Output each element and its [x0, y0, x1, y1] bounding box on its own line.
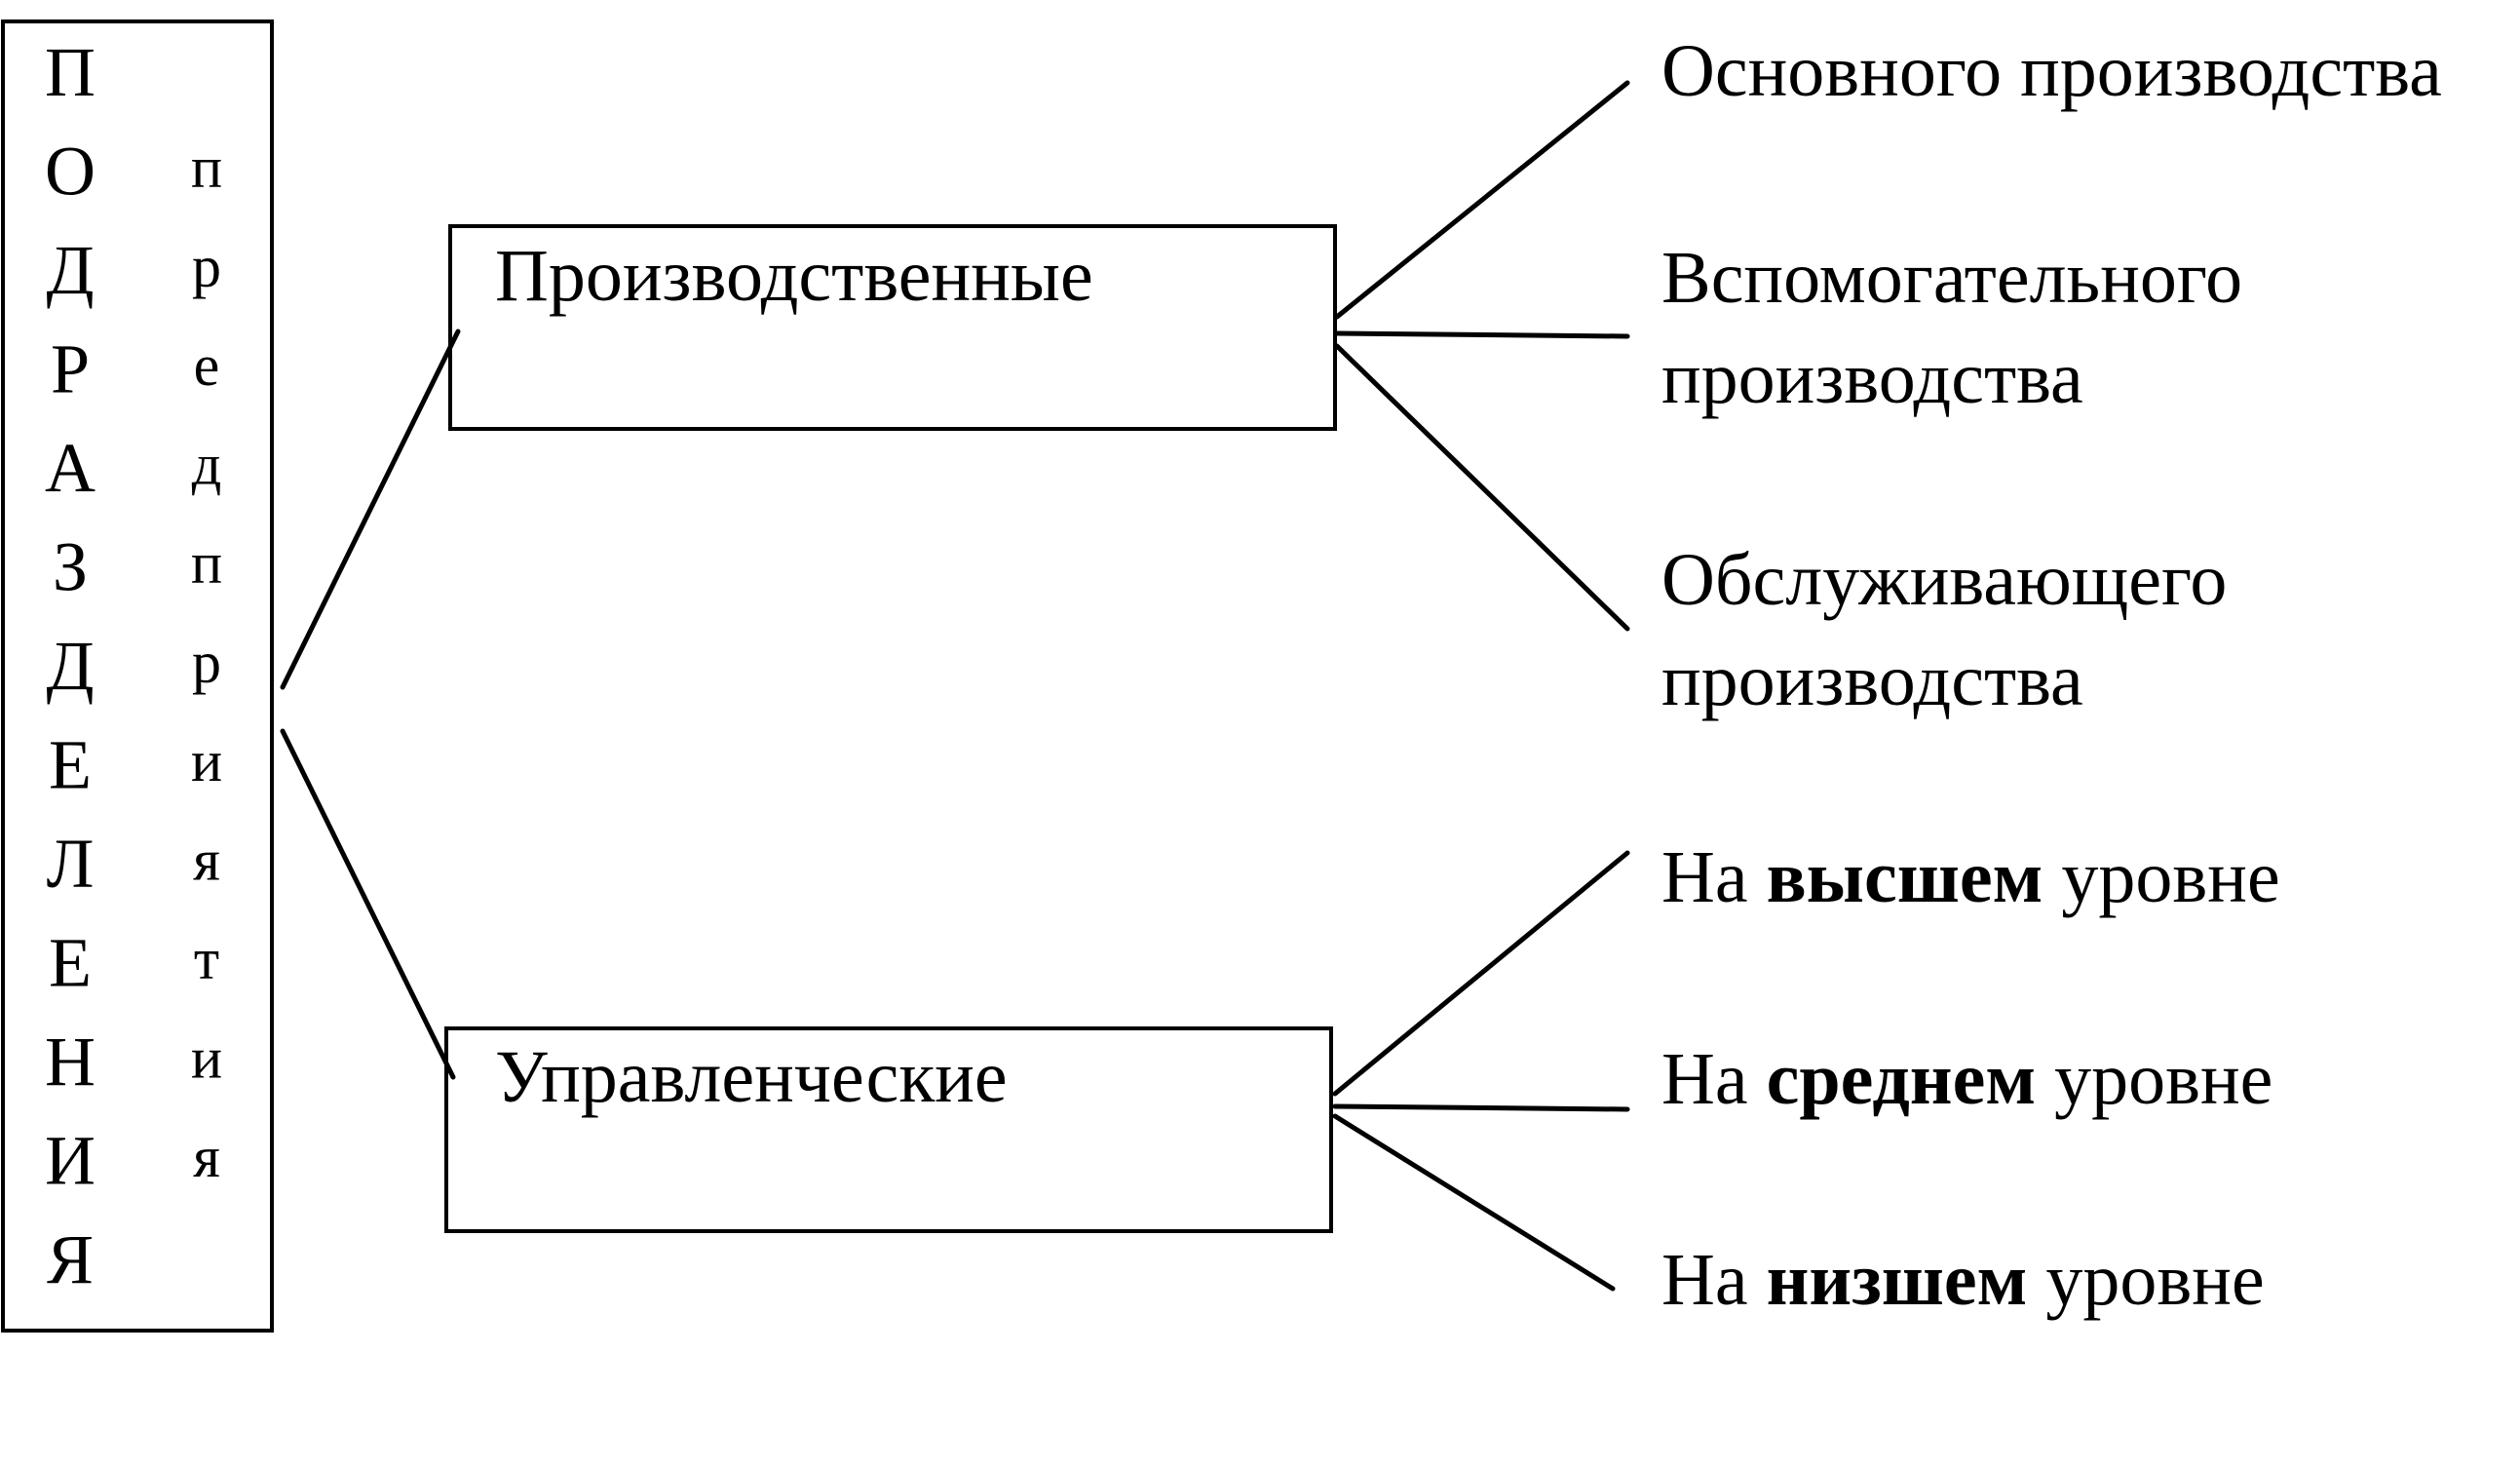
- item-text: Основного производства: [1661, 30, 2442, 112]
- emphasized-text: высшем: [1767, 836, 2043, 918]
- title-letter: З: [53, 528, 88, 606]
- title-letter: Л: [47, 825, 95, 903]
- item-text: уровне: [2043, 836, 2279, 918]
- title-letter: Р: [51, 330, 90, 408]
- category-box: [444, 1026, 1333, 1233]
- subtitle-letter: п: [191, 135, 222, 200]
- subdivision-item: На среднем уровне: [1661, 1038, 2272, 1120]
- subdivision-item-line: Основного производства: [1661, 30, 2442, 112]
- title-letter: П: [45, 33, 95, 111]
- item-text: уровне: [2027, 1239, 2264, 1321]
- title-letter: А: [45, 429, 95, 507]
- title-letter: О: [45, 133, 95, 211]
- subtitle-letter: я: [193, 829, 220, 893]
- connector-title-to-production: [280, 329, 461, 690]
- emphasized-text: низшем: [1767, 1239, 2028, 1321]
- connector-title-to-management: [280, 728, 456, 1080]
- emphasized-text: среднем: [1767, 1038, 2036, 1120]
- subtitle-letter: д: [192, 433, 222, 497]
- subtitle-letter: р: [192, 631, 221, 695]
- subtitle-letter: и: [191, 1026, 222, 1091]
- title-letter: Н: [45, 1023, 95, 1101]
- subdivision-item: На низшем уровне: [1661, 1239, 2265, 1321]
- subdivision-item-line: На высшем уровне: [1661, 836, 2280, 918]
- vertical-title-box: [1, 19, 274, 1333]
- subdivision-item-line: Вспомогательного: [1661, 237, 2242, 319]
- title-letter: Е: [49, 924, 92, 1002]
- subdivision-item: Основного производства: [1661, 30, 2442, 112]
- item-text: уровне: [2036, 1038, 2272, 1120]
- title-letter: Я: [47, 1220, 94, 1298]
- title-letter: И: [45, 1122, 95, 1200]
- subtitle-letter: р: [192, 235, 221, 299]
- title-letter: Д: [46, 627, 94, 705]
- connector-management-item-3: [1332, 1113, 1616, 1292]
- subdivision-item: Вспомогательного производства: [1661, 237, 2242, 419]
- category-management: Управленческие: [444, 1026, 1333, 1233]
- subdivision-item: Обслуживающего производства: [1661, 539, 2227, 721]
- category-label: Управленческие: [495, 1036, 1008, 1118]
- item-text: Вспомогательного: [1661, 237, 2242, 319]
- subdivision-item-line: На низшем уровне: [1661, 1239, 2265, 1321]
- item-text: На: [1661, 1038, 1767, 1120]
- connector-management-item-1: [1332, 850, 1630, 1097]
- category-production: Производственные: [448, 224, 1337, 431]
- item-text: производства: [1661, 639, 2083, 721]
- title-letter: Д: [46, 231, 94, 309]
- category-box: [448, 224, 1337, 431]
- connector-production-item-3: [1334, 343, 1630, 632]
- subdivision-item-line: На среднем уровне: [1661, 1038, 2272, 1120]
- item-text: На: [1661, 836, 1767, 918]
- category-label: Производственные: [495, 235, 1093, 317]
- subtitle-letter: я: [193, 1125, 220, 1189]
- title-letter: Е: [49, 726, 92, 804]
- subdivision-item: На высшем уровне: [1661, 836, 2280, 918]
- subtitle-letter: е: [194, 333, 220, 398]
- item-text: На: [1661, 1239, 1767, 1321]
- connectors: [280, 80, 1630, 1292]
- subtitle-letter: и: [191, 729, 222, 793]
- item-text: производства: [1661, 337, 2083, 419]
- subdivision-item-line: Обслуживающего: [1661, 539, 2227, 621]
- connector-production-item-1: [1334, 80, 1630, 320]
- connector-production-item-2: [1334, 330, 1630, 339]
- subtitle-letter: п: [191, 531, 222, 596]
- subdivision-item-line: производства: [1661, 639, 2083, 721]
- connector-management-item-2: [1332, 1103, 1630, 1112]
- subtitle-letter: т: [194, 927, 219, 991]
- item-text: Обслуживающего: [1661, 539, 2227, 621]
- subdivision-item-line: производства: [1661, 337, 2083, 419]
